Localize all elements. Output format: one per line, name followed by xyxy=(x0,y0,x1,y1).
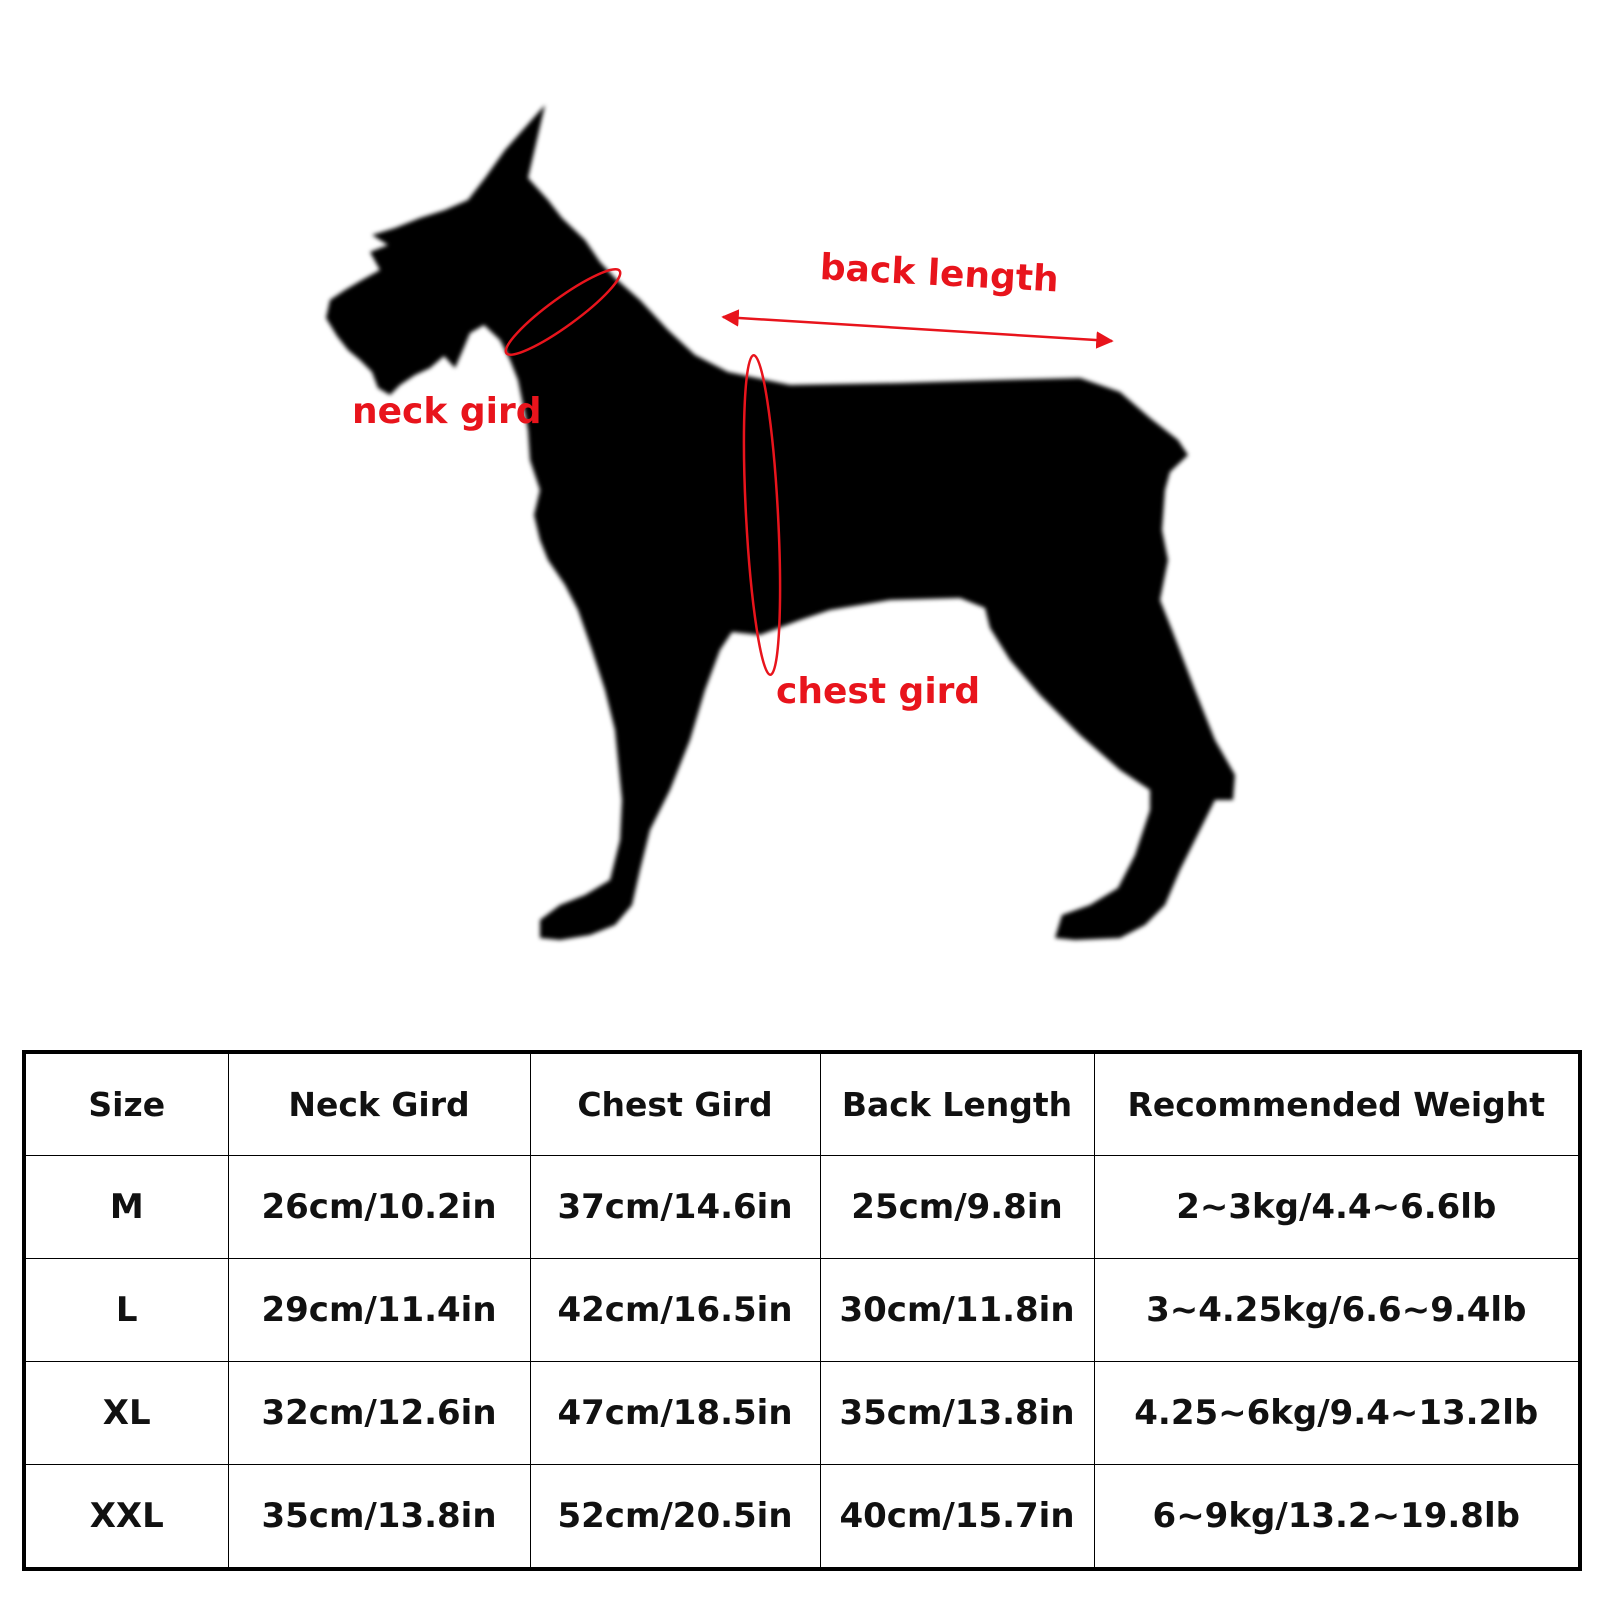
header-size: Size xyxy=(23,1051,229,1156)
cell-chest: 42cm/16.5in xyxy=(529,1258,821,1362)
neck-girth-marker xyxy=(504,268,622,356)
chest-gird-label: chest gird xyxy=(776,671,981,712)
cell-back: 40cm/15.7in xyxy=(819,1464,1095,1570)
back-length-arrow xyxy=(721,309,1114,349)
table-header-row: Size Neck Gird Chest Gird Back Length Re… xyxy=(23,1051,1581,1156)
cell-size: M xyxy=(23,1155,229,1259)
cell-chest: 37cm/14.6in xyxy=(529,1155,821,1259)
cell-size: XXL xyxy=(23,1464,229,1570)
cell-chest: 47cm/18.5in xyxy=(529,1361,821,1465)
header-recommended-weight: Recommended Weight xyxy=(1093,1051,1581,1156)
cell-weight: 2~3kg/4.4~6.6lb xyxy=(1093,1155,1581,1259)
table-row: XXL 35cm/13.8in 52cm/20.5in 40cm/15.7in … xyxy=(23,1464,1581,1570)
cell-weight: 3~4.25kg/6.6~9.4lb xyxy=(1093,1258,1581,1362)
neck-gird-label: neck gird xyxy=(352,391,542,432)
cell-size: XL xyxy=(23,1361,229,1465)
header-back-length: Back Length xyxy=(819,1051,1095,1156)
chest-girth-marker xyxy=(742,353,782,677)
dog-silhouette xyxy=(326,105,1235,940)
cell-back: 35cm/13.8in xyxy=(819,1361,1095,1465)
cell-weight: 6~9kg/13.2~19.8lb xyxy=(1093,1464,1581,1570)
table-row: M 26cm/10.2in 37cm/14.6in 25cm/9.8in 2~3… xyxy=(23,1155,1581,1259)
dog-measurement-diagram xyxy=(326,105,1235,940)
table-row: L 29cm/11.4in 42cm/16.5in 30cm/11.8in 3~… xyxy=(23,1258,1581,1362)
header-neck-gird: Neck Gird xyxy=(227,1051,531,1156)
cell-chest: 52cm/20.5in xyxy=(529,1464,821,1570)
cell-back: 30cm/11.8in xyxy=(819,1258,1095,1362)
cell-weight: 4.25~6kg/9.4~13.2lb xyxy=(1093,1361,1581,1465)
cell-neck: 26cm/10.2in xyxy=(227,1155,531,1259)
cell-back: 25cm/9.8in xyxy=(819,1155,1095,1259)
cell-neck: 29cm/11.4in xyxy=(227,1258,531,1362)
table-row: XL 32cm/12.6in 47cm/18.5in 35cm/13.8in 4… xyxy=(23,1361,1581,1465)
header-chest-gird: Chest Gird xyxy=(529,1051,821,1156)
cell-neck: 32cm/12.6in xyxy=(227,1361,531,1465)
cell-neck: 35cm/13.8in xyxy=(227,1464,531,1570)
cell-size: L xyxy=(23,1258,229,1362)
size-chart-table: Size Neck Gird Chest Gird Back Length Re… xyxy=(22,1050,1582,1571)
